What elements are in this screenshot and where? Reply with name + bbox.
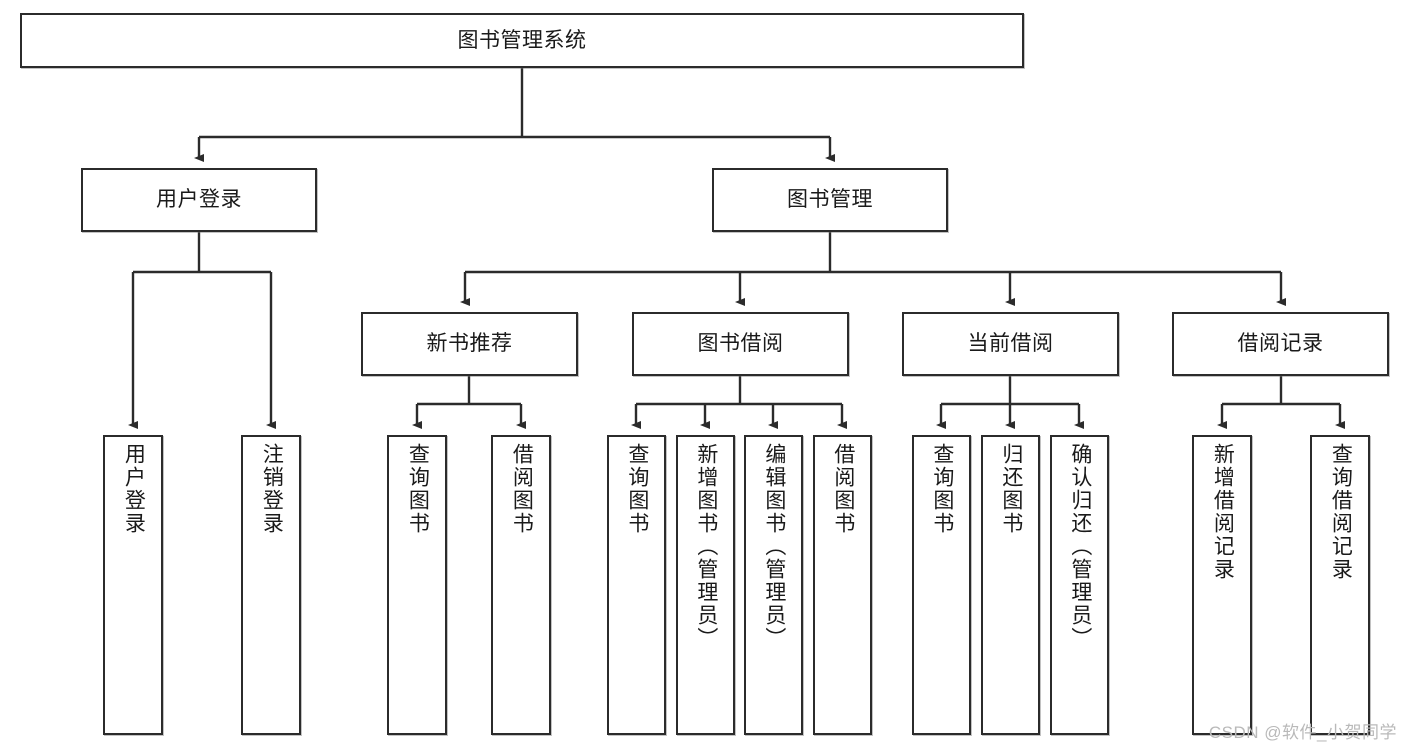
node-borrow-record[interactable]: 借阅记录 [1172, 312, 1389, 376]
node-leaf-query-book-3[interactable]: 查询图书 [912, 435, 971, 735]
node-leaf-user-logout-label: 注销登录 [260, 443, 284, 535]
node-root-label: 图书管理系统 [457, 28, 587, 52]
node-leaf-query-record-label: 查询借阅记录 [1329, 443, 1353, 581]
node-user-login[interactable]: 用户登录 [81, 168, 317, 232]
node-user-login-label: 用户登录 [156, 188, 242, 212]
node-leaf-query-book-1-label: 查询图书 [406, 443, 430, 535]
node-leaf-add-record-label: 新增借阅记录 [1211, 443, 1235, 581]
node-book-manage[interactable]: 图书管理 [712, 168, 948, 232]
node-root[interactable]: 图书管理系统 [20, 13, 1024, 68]
node-leaf-user-login-label: 用户登录 [122, 443, 146, 535]
node-leaf-return-book[interactable]: 归还图书 [981, 435, 1040, 735]
node-leaf-borrow-book-1-label: 借阅图书 [510, 443, 534, 535]
node-leaf-query-book-2-label: 查询图书 [625, 443, 649, 535]
node-leaf-edit-book-label: 编辑图书（管理员） [762, 443, 786, 650]
node-leaf-edit-book[interactable]: 编辑图书（管理员） [744, 435, 803, 735]
node-leaf-add-book[interactable]: 新增图书（管理员） [676, 435, 735, 735]
node-leaf-confirm-return[interactable]: 确认归还（管理员） [1050, 435, 1109, 735]
node-leaf-borrow-book-1[interactable]: 借阅图书 [491, 435, 551, 735]
node-leaf-add-record[interactable]: 新增借阅记录 [1192, 435, 1252, 735]
node-leaf-query-book-2[interactable]: 查询图书 [607, 435, 666, 735]
node-leaf-user-logout[interactable]: 注销登录 [241, 435, 301, 735]
csdn-watermark: CSDN @软件_小贺同学 [1208, 723, 1397, 742]
node-borrow-record-label: 借阅记录 [1237, 332, 1324, 356]
node-book-manage-label: 图书管理 [787, 188, 873, 212]
node-leaf-return-book-label: 归还图书 [999, 443, 1023, 535]
node-current-borrow-label: 当前借阅 [967, 332, 1054, 356]
node-leaf-borrow-book-2-label: 借阅图书 [831, 443, 855, 535]
node-leaf-query-record[interactable]: 查询借阅记录 [1310, 435, 1370, 735]
node-leaf-query-book-3-label: 查询图书 [930, 443, 954, 535]
node-leaf-add-book-label: 新增图书（管理员） [694, 443, 718, 650]
node-current-borrow[interactable]: 当前借阅 [902, 312, 1119, 376]
node-leaf-user-login[interactable]: 用户登录 [103, 435, 163, 735]
node-book-borrow-label: 图书借阅 [697, 332, 784, 356]
node-new-book-recommend[interactable]: 新书推荐 [361, 312, 578, 376]
node-leaf-confirm-return-label: 确认归还（管理员） [1068, 443, 1092, 650]
node-book-borrow[interactable]: 图书借阅 [632, 312, 849, 376]
node-leaf-borrow-book-2[interactable]: 借阅图书 [813, 435, 872, 735]
node-new-book-recommend-label: 新书推荐 [426, 332, 513, 356]
node-leaf-query-book-1[interactable]: 查询图书 [387, 435, 447, 735]
